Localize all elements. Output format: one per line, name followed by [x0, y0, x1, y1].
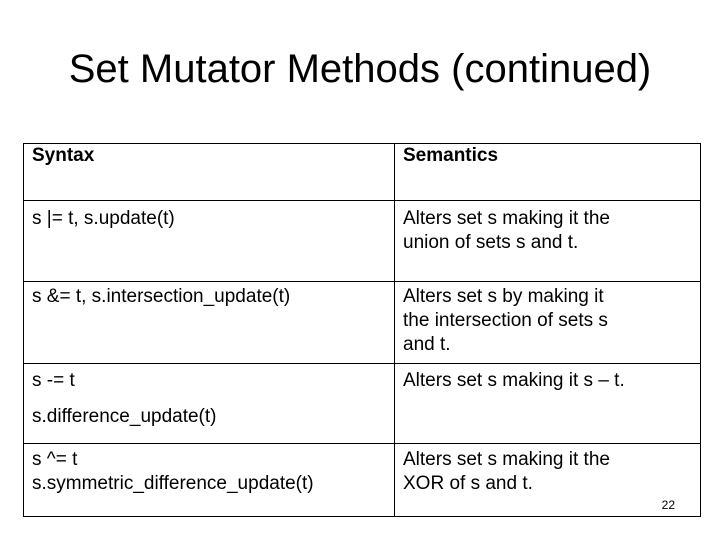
semantics-cell: Alters set s making it s – t.	[394, 363, 701, 444]
slide-number: 22	[661, 498, 675, 512]
syntax-text: s |= t, s.update(t)	[32, 208, 175, 229]
syntax-cell: s |= t, s.update(t)	[23, 200, 395, 282]
table-row: s ^= t s.symmetric_difference_update(t) …	[23, 443, 701, 517]
header-semantics: Semantics	[394, 143, 701, 201]
table-row: s -= t s.difference_update(t) Alters set…	[23, 363, 701, 444]
table-header-row: Syntax Semantics	[23, 143, 701, 201]
syntax-text: s.symmetric_difference_update(t)	[32, 473, 314, 494]
syntax-cell: s &= t, s.intersection_update(t)	[23, 281, 395, 364]
syntax-cell: s -= t s.difference_update(t)	[23, 363, 395, 444]
semantics-text: Alters set s making it the	[403, 208, 610, 229]
semantics-cell: Alters set s by making it the intersecti…	[394, 281, 701, 364]
table-row: s &= t, s.intersection_update(t) Alters …	[23, 281, 701, 364]
semantics-cell: Alters set s making it the XOR of s and …	[394, 443, 701, 517]
semantics-text: and t.	[403, 334, 451, 355]
semantics-text: XOR of s and t.	[403, 473, 533, 494]
syntax-text: s -= t	[32, 370, 75, 391]
header-syntax: Syntax	[23, 143, 395, 201]
table-row: s |= t, s.update(t) Alters set s making …	[23, 200, 701, 282]
semantics-text: Alters set s making it the	[403, 449, 610, 470]
semantics-text: union of sets s and t.	[403, 232, 579, 253]
semantics-text: Alters set s making it s – t.	[403, 370, 625, 391]
methods-table: Syntax Semantics s |= t, s.update(t) Alt…	[23, 143, 701, 517]
syntax-text: s ^= t	[32, 449, 78, 470]
semantics-text: the intersection of sets s	[403, 310, 608, 331]
syntax-text: s.difference_update(t)	[32, 406, 217, 427]
syntax-text: s &= t, s.intersection_update(t)	[32, 286, 291, 307]
syntax-cell: s ^= t s.symmetric_difference_update(t)	[23, 443, 395, 517]
semantics-cell: Alters set s making it the union of sets…	[394, 200, 701, 282]
slide-title: Set Mutator Methods (continued)	[68, 47, 652, 91]
semantics-text: Alters set s by making it	[403, 286, 604, 307]
